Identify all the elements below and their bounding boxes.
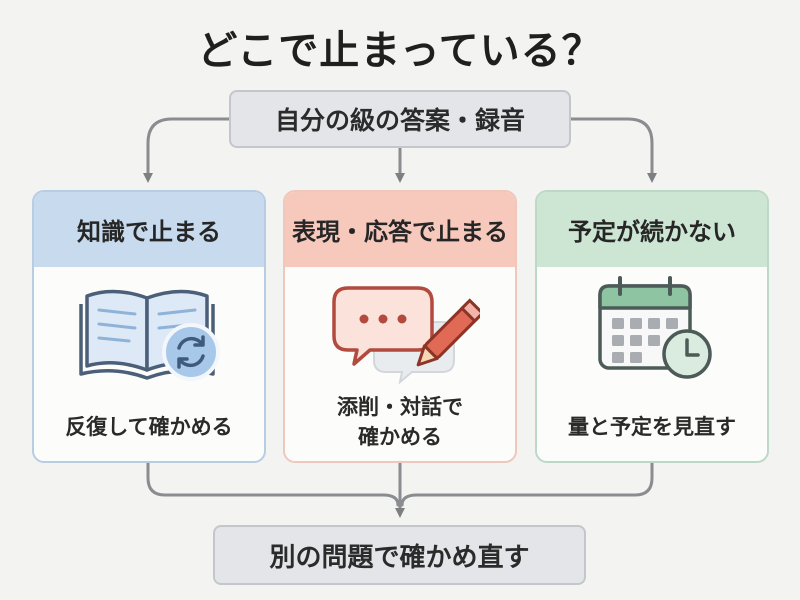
card-caption: 量と予定を見直す [568,415,736,439]
result-box: 別の問題で確かめ直す [213,525,586,585]
card-caption-line-2: 確かめる [358,425,442,449]
card-caption: 反復して確かめる [65,415,233,439]
card-heading: 知識で止まる [34,192,264,267]
book-refresh-icon [34,270,264,388]
speech-bubble-pencil-icon [285,270,515,388]
card-caption-line-1: 添削・対話で [337,395,463,419]
merge-left [146,461,400,507]
card-heading: 予定が続かない [537,192,767,267]
card-knowledge: 知識で止まる 反復して確かめる [32,190,266,463]
calendar-clock-icon [537,270,767,388]
arrow-left [143,117,231,183]
card-heading: 表現・応答で止まる [285,192,515,267]
card-expression: 表現・応答で止まる 添削・対話で 確かめる [283,190,517,463]
merge-right [400,461,654,507]
source-box: 自分の級の答案・録音 [229,90,571,148]
card-schedule: 予定が続かない 量と予定を見直す [535,190,769,463]
arrow-right [569,117,657,183]
page-title: どこで止まっている？ [197,28,603,74]
